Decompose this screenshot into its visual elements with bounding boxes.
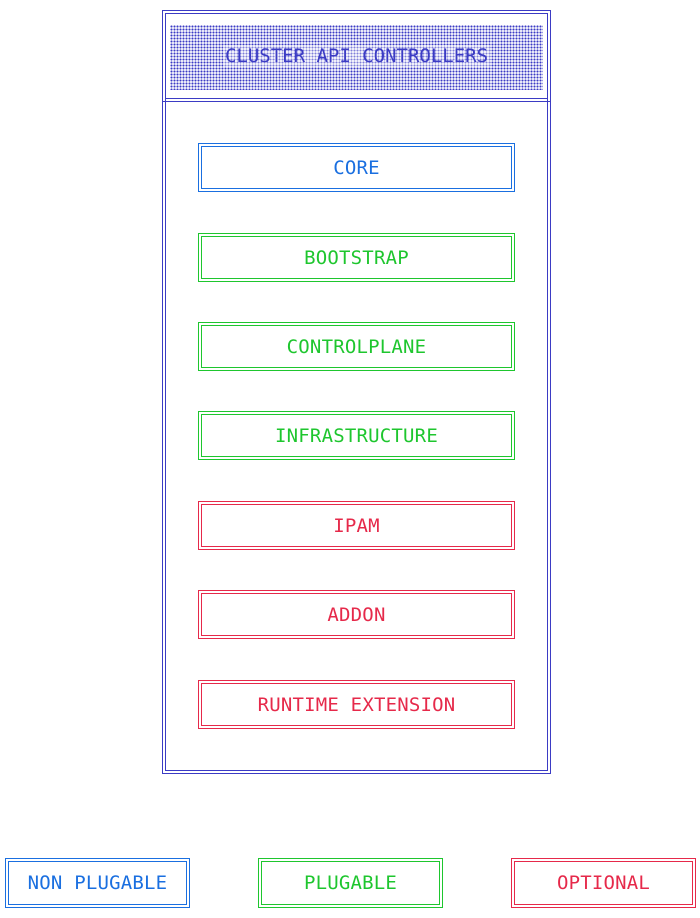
- component-addon: ADDON: [198, 590, 515, 639]
- component-bootstrap: BOOTSTRAP: [198, 233, 515, 282]
- legend-plugable-label: PLUGABLE: [303, 872, 398, 894]
- legend-non-plugable: NON PLUGABLE: [5, 858, 190, 908]
- legend-non-plugable-label: NON PLUGABLE: [27, 872, 168, 894]
- legend-optional: OPTIONAL: [511, 858, 696, 908]
- legend-optional-label: OPTIONAL: [556, 872, 651, 894]
- component-controlplane: CONTROLPLANE: [198, 322, 515, 371]
- component-ipam: IPAM: [198, 501, 515, 550]
- component-ipam-label: IPAM: [333, 514, 380, 537]
- component-core-label: CORE: [333, 156, 380, 179]
- component-runtime-extension-label: RUNTIME EXTENSION: [257, 693, 456, 716]
- component-infrastructure-label: INFRASTRUCTURE: [275, 424, 438, 447]
- component-infrastructure: INFRASTRUCTURE: [198, 411, 515, 460]
- component-core: CORE: [198, 143, 515, 192]
- component-addon-label: ADDON: [327, 603, 386, 626]
- header-dot-pattern: [170, 25, 543, 90]
- diagram-title: CLUSTER API CONTROLLERS: [222, 45, 491, 67]
- component-controlplane-label: CONTROLPLANE: [286, 335, 427, 358]
- component-bootstrap-label: BOOTSTRAP: [304, 246, 409, 269]
- cluster-api-controllers-container: [162, 10, 551, 774]
- component-runtime-extension: RUNTIME EXTENSION: [198, 680, 515, 729]
- controllers-header: CLUSTER API CONTROLLERS: [162, 10, 551, 102]
- legend-plugable: PLUGABLE: [258, 858, 443, 908]
